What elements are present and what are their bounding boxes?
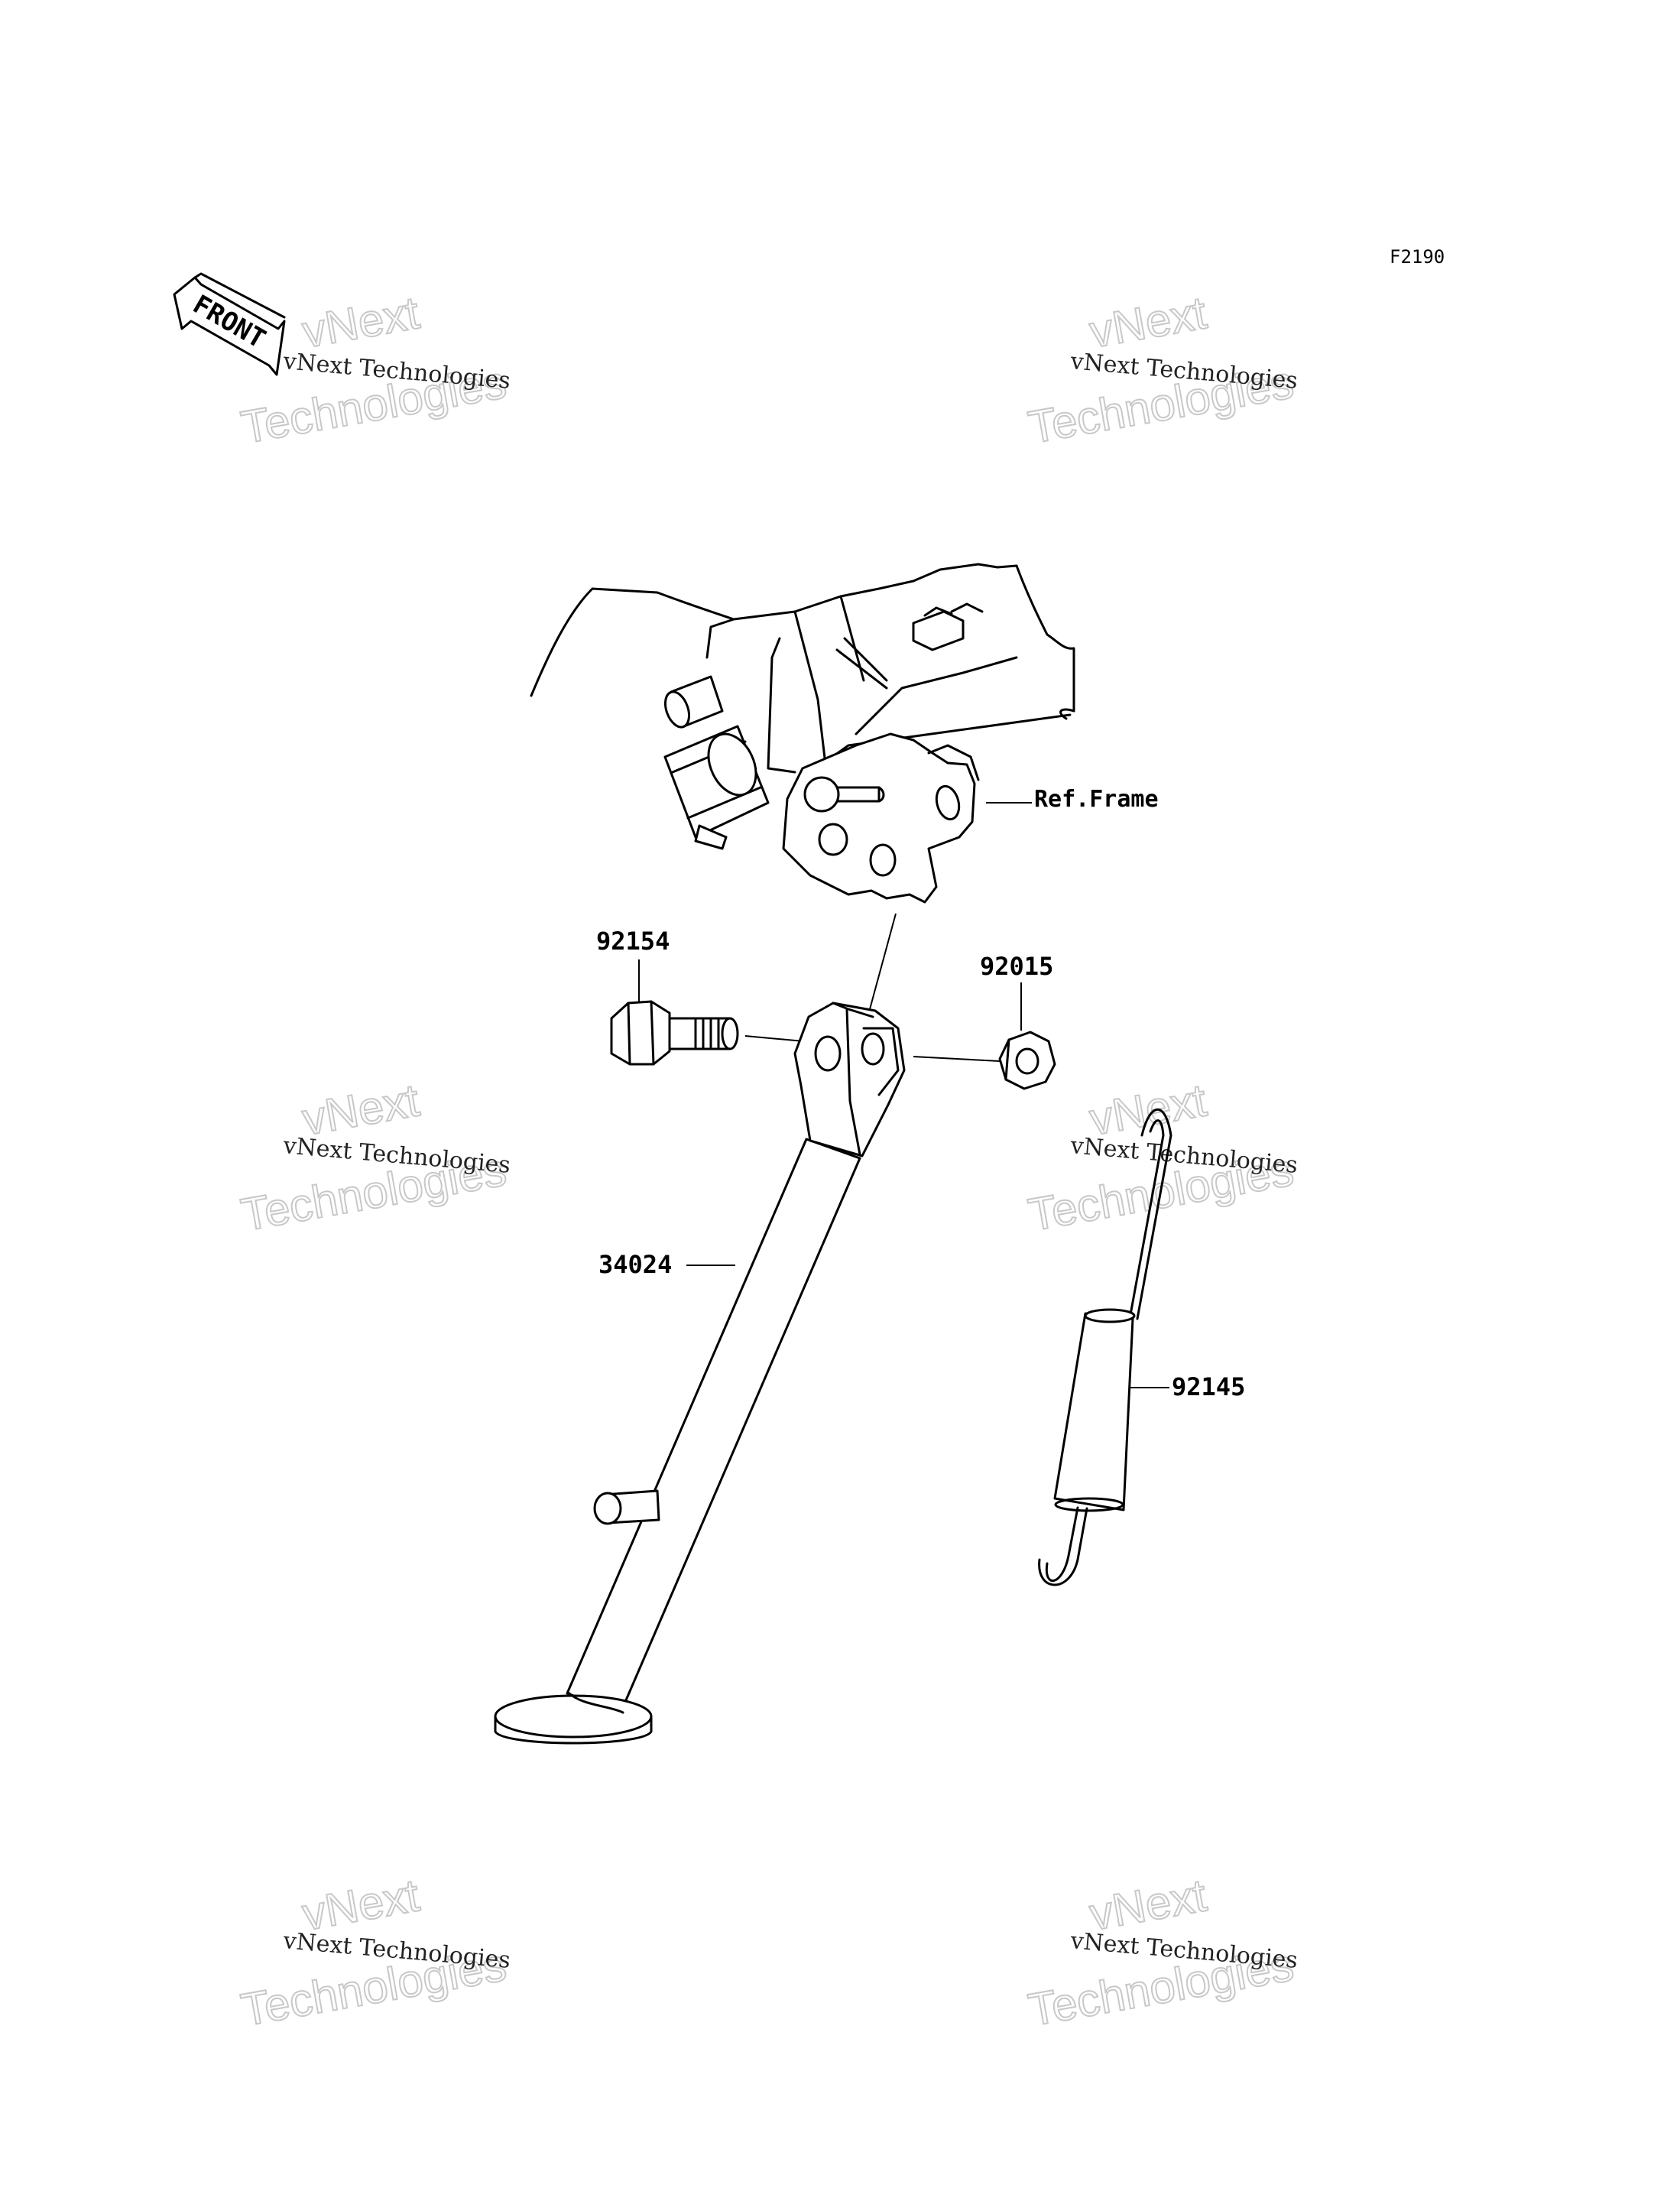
bolt-92154 [610,1000,739,1066]
front-arrow-label: FRONT [188,289,271,355]
nut-axis-line [913,1056,1001,1062]
nut-92015 [998,1031,1056,1090]
spring-92145 [1038,1109,1172,1586]
watermark-3: vNext Technologies vNext Technologies [237,1073,512,1242]
stand-upper-line [869,913,897,1010]
figure-code: F2190 [1390,246,1445,268]
ref-frame-label: Ref.Frame [1034,786,1159,813]
front-arrow-icon: FRONT [173,272,286,376]
spring-part-number: 92145 [1172,1372,1245,1401]
watermark-4: vNext Technologies vNext Technologies [1024,1073,1299,1242]
stand-part-number: 34024 [598,1250,672,1279]
bolt-part-number: 92154 [596,927,670,956]
watermark-big-2a: vNext [1086,287,1211,358]
watermark-2: vNext Technologies vNext Technologies [1024,286,1299,454]
watermark-1: vNext Technologies vNext Technologies [237,286,512,454]
nut-part-number: 92015 [980,952,1053,981]
watermark-5: vNext Technologies vNext Technologies [237,1868,512,2037]
frame-bracket [530,563,1075,904]
side-stand-34024 [494,1002,906,1745]
watermark-big-1a: vNext [299,287,423,358]
watermark-6: vNext Technologies vNext Technologies [1024,1868,1299,2037]
